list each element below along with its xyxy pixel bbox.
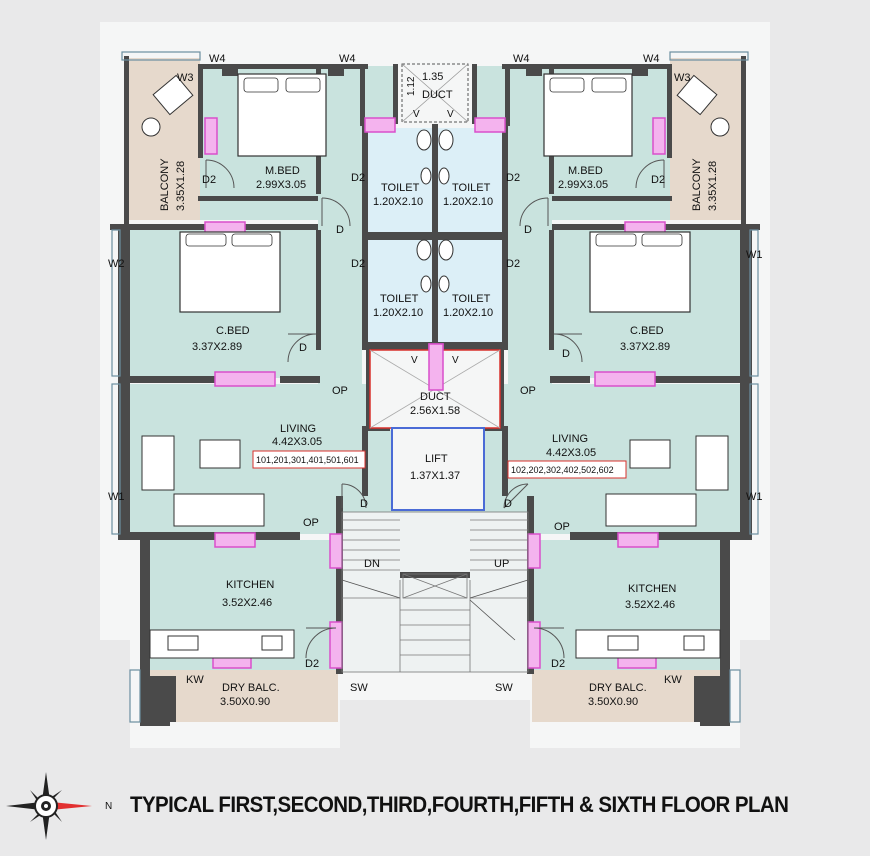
v-tag: V xyxy=(413,109,420,120)
d2-tag: D2 xyxy=(351,172,365,184)
d2-tag: D2 xyxy=(506,258,520,270)
kitchen-right-size: 3.52X2.46 xyxy=(625,599,675,611)
d-tag: D xyxy=(360,498,368,510)
d-tag: D xyxy=(504,498,512,510)
w3-tag: W3 xyxy=(177,72,194,84)
cbed-right-size: 3.37X2.89 xyxy=(620,341,670,353)
balcony-right-size: 3.35X1.28 xyxy=(707,161,719,211)
v-tag: V xyxy=(452,355,459,366)
op-tag: OP xyxy=(303,517,319,529)
w1-tag: W1 xyxy=(746,249,763,261)
toilet-br-name: TOILET xyxy=(452,293,491,305)
w4-tag: W4 xyxy=(643,53,660,65)
kitchen-counters xyxy=(149,629,721,659)
room-labels: M.BED 2.99X3.05 M.BED 2.99X3.05 BALCONY … xyxy=(159,158,719,708)
duct-mid: DUCT 2.56X1.58 V V xyxy=(369,343,501,429)
toilet-bl-name: TOILET xyxy=(380,293,419,305)
plan-title: TYPICAL FIRST,SECOND,THIRD,FOURTH,FIFTH … xyxy=(130,792,789,817)
dn-tag: DN xyxy=(364,558,380,570)
v-tag: V xyxy=(447,109,454,120)
lift-label: LIFT xyxy=(425,453,448,465)
d2-tag: D2 xyxy=(202,174,216,186)
cbed-right-name: C.BED xyxy=(630,325,664,337)
d2-tag: D2 xyxy=(651,174,665,186)
duct-top-label: DUCT xyxy=(422,89,453,101)
op-tag: OP xyxy=(332,385,348,397)
duct-mid-label: DUCT xyxy=(420,391,451,403)
sw-tag: SW xyxy=(495,682,513,694)
unit-numbers-right: 102,202,302,402,502,602 xyxy=(511,465,614,475)
balcony-right-name: BALCONY xyxy=(691,158,703,211)
d2-tag: D2 xyxy=(351,258,365,270)
cbed-left-name: C.BED xyxy=(216,325,250,337)
drybalc-right-name: DRY BALC. xyxy=(589,682,647,694)
v-tag: V xyxy=(411,355,418,366)
lift: LIFT 1.37X1.37 xyxy=(391,427,485,511)
w1-tag: W1 xyxy=(108,491,125,503)
pillows xyxy=(185,77,683,247)
living-furniture xyxy=(141,435,729,527)
toilet-fixtures xyxy=(416,129,454,293)
mbed-right-name: M.BED xyxy=(568,165,603,177)
w1-tag: W1 xyxy=(746,491,763,503)
room-fills xyxy=(128,58,742,722)
kitchen-left-size: 3.52X2.46 xyxy=(222,597,272,609)
w2-tag: W2 xyxy=(108,258,125,270)
kw-tag: KW xyxy=(186,674,204,686)
compass-north-label: N xyxy=(105,801,113,812)
duct-top-height: 1.12 xyxy=(406,76,417,96)
living-right-size: 4.42X3.05 xyxy=(546,447,596,459)
unit-numbers-left: 101,201,301,401,501,601 xyxy=(256,455,359,465)
d2-tag: D2 xyxy=(305,658,319,670)
living-right-name: LIVING xyxy=(552,433,588,445)
balcony-left-name: BALCONY xyxy=(159,158,171,211)
w4-tag: W4 xyxy=(339,53,356,65)
kitchen-left-name: KITCHEN xyxy=(226,579,274,591)
window-frames xyxy=(111,51,759,723)
mbed-right-size: 2.99X3.05 xyxy=(558,179,608,191)
w4-tag: W4 xyxy=(513,53,530,65)
drybalc-left-name: DRY BALC. xyxy=(222,682,280,694)
toilet-br-size: 1.20X2.10 xyxy=(443,307,493,319)
toilet-tl-size: 1.20X2.10 xyxy=(373,196,423,208)
duct-mid-size: 2.56X1.58 xyxy=(410,405,460,417)
toilet-bl-size: 1.20X2.10 xyxy=(373,307,423,319)
d2-tag: D2 xyxy=(551,658,565,670)
up-tag: UP xyxy=(494,558,509,570)
w4-tag: W4 xyxy=(209,53,226,65)
balcony-left-size: 3.35X1.28 xyxy=(175,161,187,211)
toilet-tr-size: 1.20X2.10 xyxy=(443,196,493,208)
d-tag: D xyxy=(336,224,344,236)
kitchen-right-name: KITCHEN xyxy=(628,583,676,595)
doors xyxy=(205,159,665,659)
duct-top: 1.35 DUCT 1.12 xyxy=(401,63,469,123)
d-tag: D xyxy=(524,224,532,236)
w3-tag: W3 xyxy=(674,72,691,84)
cbed-left-size: 3.37X2.89 xyxy=(192,341,242,353)
op-tag: OP xyxy=(554,521,570,533)
drybalc-left-size: 3.50X0.90 xyxy=(220,696,270,708)
compass-icon xyxy=(6,772,92,840)
d-tag: D xyxy=(299,342,307,354)
toilet-tl-name: TOILET xyxy=(381,182,420,194)
mbed-left-name: M.BED xyxy=(265,165,300,177)
toilet-tr-name: TOILET xyxy=(452,182,491,194)
op-tag: OP xyxy=(520,385,536,397)
living-left-name: LIVING xyxy=(280,423,316,435)
duct-top-width: 1.35 xyxy=(422,71,443,83)
lift-size: 1.37X1.37 xyxy=(410,470,460,482)
staircase xyxy=(341,511,529,673)
d2-tag: D2 xyxy=(506,172,520,184)
tags: W4 W4 W4 W4 W3 W3 W2 W1 W1 W1 D2 D2 D2 D… xyxy=(108,53,763,694)
balcony-furniture xyxy=(141,74,730,137)
living-left-size: 4.42X3.05 xyxy=(272,436,322,448)
sw-tag: SW xyxy=(350,682,368,694)
kw-tag: KW xyxy=(664,674,682,686)
mbed-left-size: 2.99X3.05 xyxy=(256,179,306,191)
drybalc-right-size: 3.50X0.90 xyxy=(588,696,638,708)
d-tag: D xyxy=(562,348,570,360)
